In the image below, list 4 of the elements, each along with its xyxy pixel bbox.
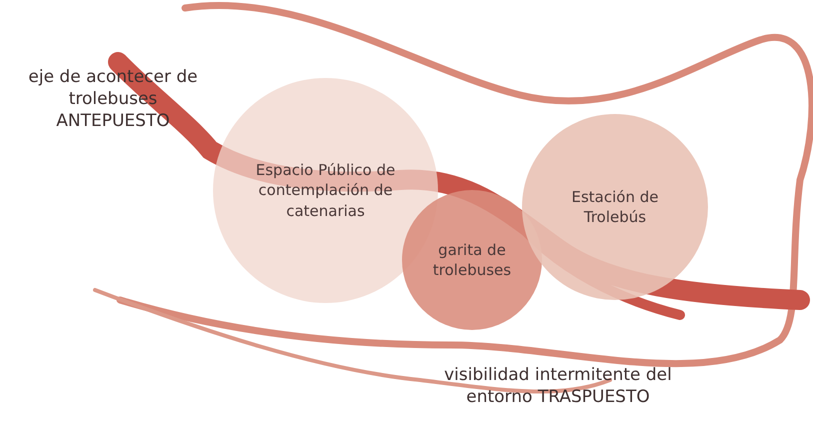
node-label: garita de trolebuses <box>432 240 512 280</box>
annotation-text: visibilidad intermitente del entorno TRASPUESTO <box>443 364 673 408</box>
node-label: Espacio Público de contemplación de catenarias <box>254 160 396 221</box>
node-label: Estación de Trolebús <box>570 186 660 228</box>
